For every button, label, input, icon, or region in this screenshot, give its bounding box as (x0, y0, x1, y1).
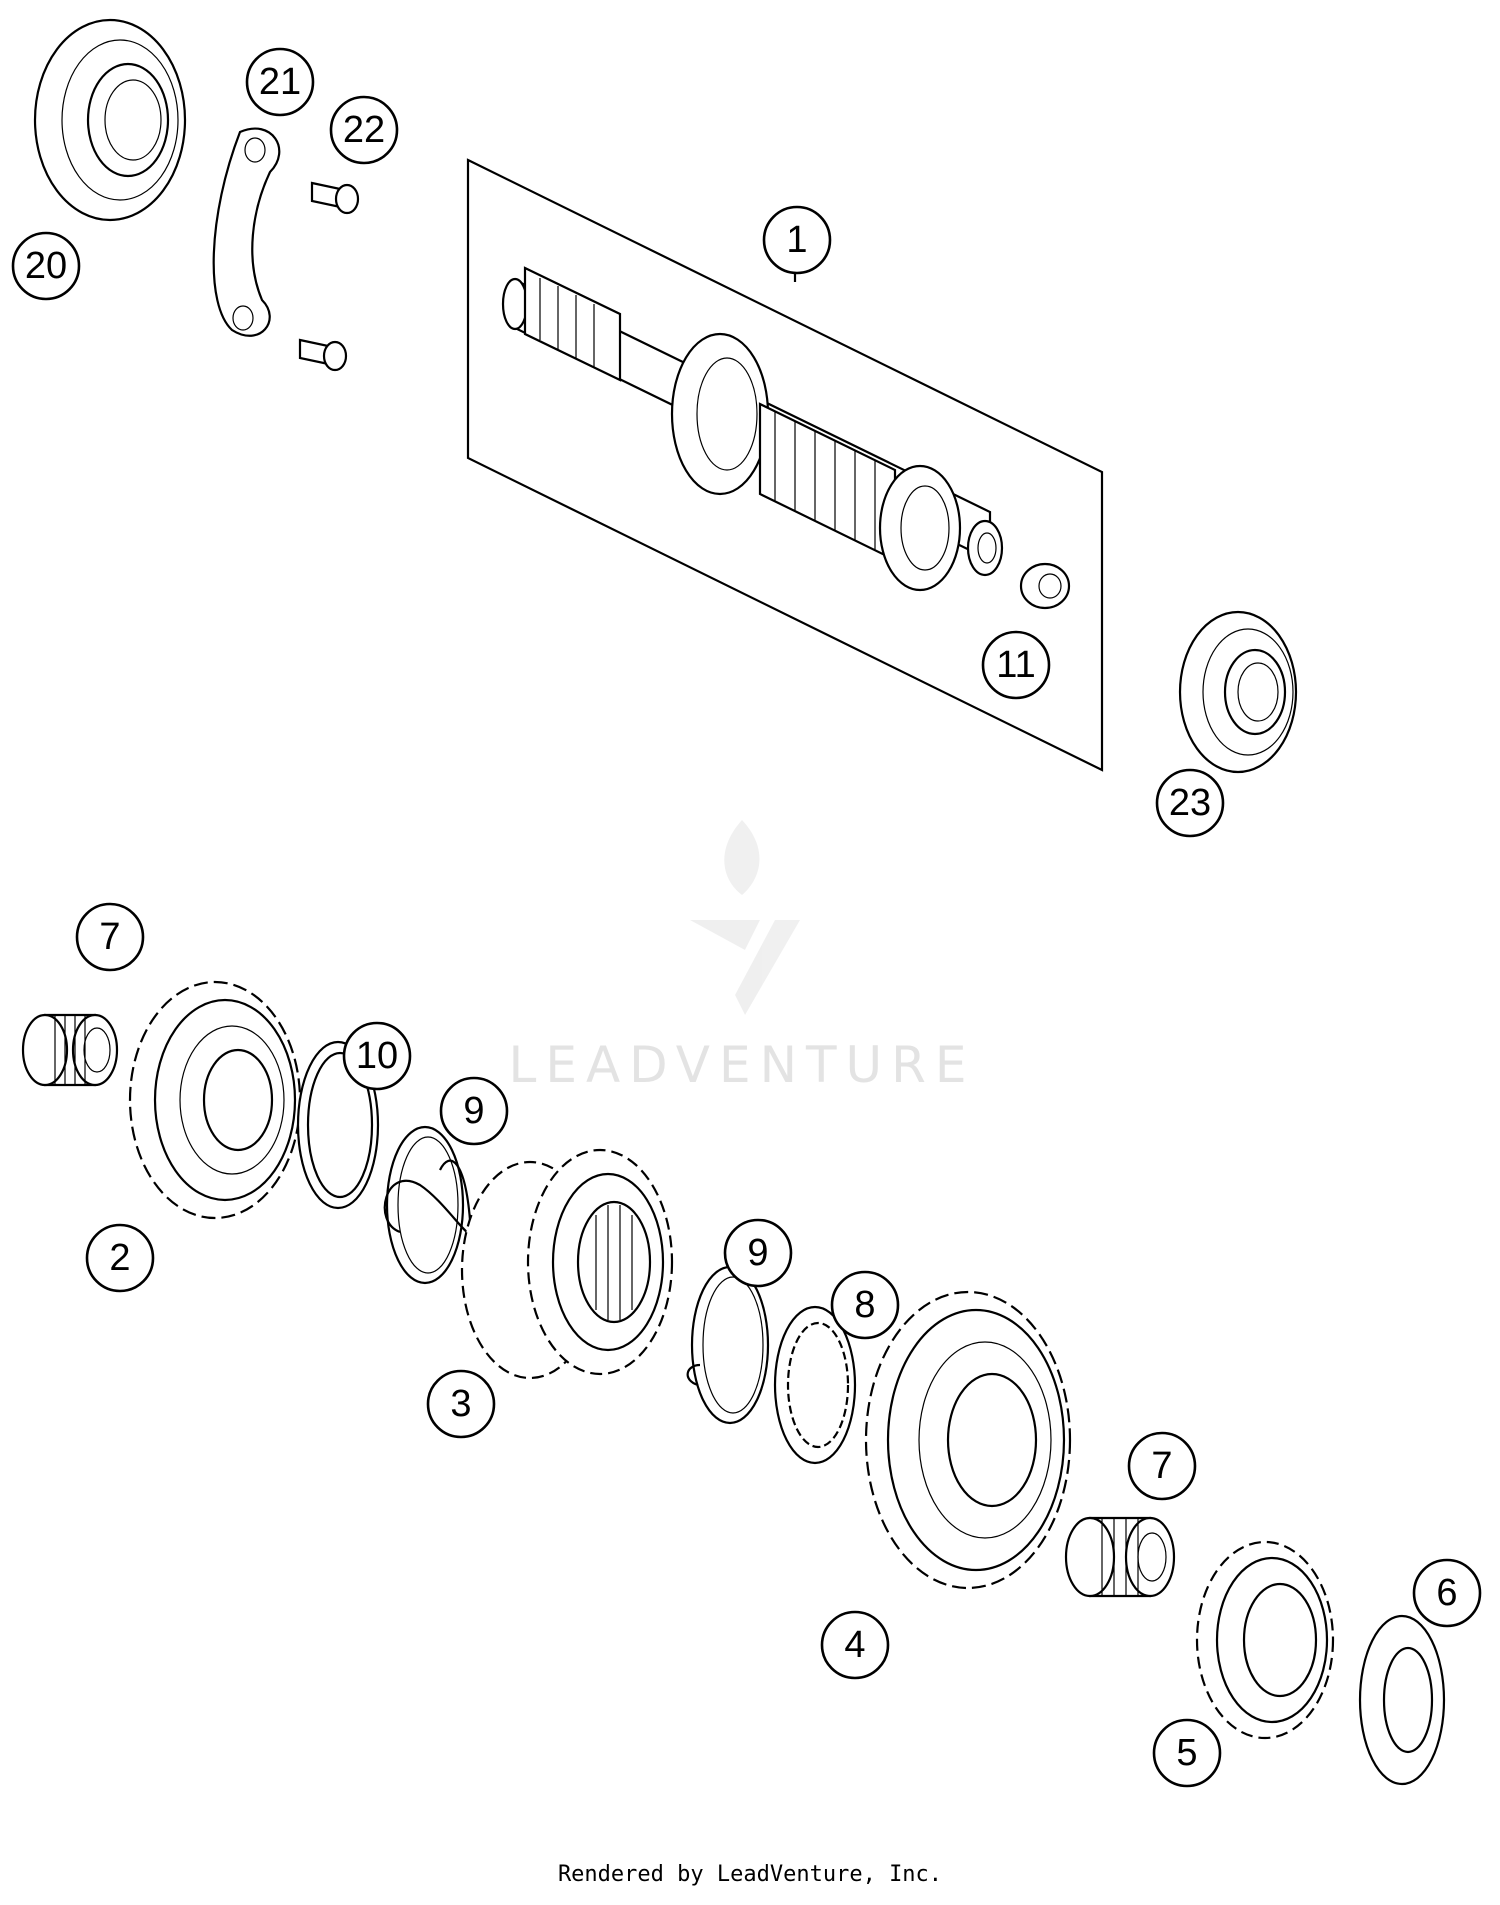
svg-text:22: 22 (343, 109, 385, 151)
svg-text:10: 10 (356, 1035, 398, 1077)
callout-23: 23 (1155, 768, 1225, 838)
callout-2: 2 (85, 1223, 155, 1293)
part-9-circlip-right (686, 1265, 770, 1425)
callout-7-left: 7 (75, 902, 145, 972)
svg-text:1: 1 (786, 219, 807, 261)
callout-11: 11 (981, 630, 1051, 700)
part-7-needle-bearing-right (1064, 1516, 1176, 1598)
callout-4: 4 (820, 1610, 890, 1680)
svg-text:2: 2 (109, 1237, 130, 1279)
part-4-large-gear (864, 1290, 1072, 1590)
part-5-small-gear (1195, 1540, 1335, 1740)
part-8-splined-washer (773, 1305, 857, 1465)
svg-text:8: 8 (854, 1284, 875, 1326)
callout-20: 20 (11, 231, 81, 301)
callout-6: 6 (1412, 1558, 1482, 1628)
svg-text:7: 7 (99, 916, 120, 958)
callout-7-right: 7 (1127, 1431, 1197, 1501)
part-3-gear-pair (460, 1148, 674, 1380)
callout-10: 10 (342, 1021, 412, 1091)
callout-5: 5 (1152, 1718, 1222, 1788)
callout-9-right: 9 (723, 1218, 793, 1288)
svg-text:11: 11 (996, 644, 1035, 686)
part-6-thrust-washer (1358, 1614, 1446, 1786)
svg-text:7: 7 (1151, 1445, 1172, 1487)
callout-8: 8 (830, 1270, 900, 1340)
svg-text:6: 6 (1436, 1572, 1457, 1614)
svg-text:20: 20 (25, 245, 67, 287)
part-21-bracket (212, 127, 281, 337)
part-23-bearing (1178, 610, 1298, 774)
callout-22: 22 (329, 95, 399, 165)
watermark-logo-icon (690, 820, 800, 1015)
svg-text:21: 21 (259, 61, 301, 103)
callout-9-left: 9 (439, 1076, 509, 1146)
svg-text:4: 4 (844, 1624, 865, 1666)
svg-text:23: 23 (1169, 782, 1211, 824)
callout-1: 1 (762, 205, 832, 275)
svg-text:5: 5 (1176, 1732, 1197, 1774)
svg-text:9: 9 (747, 1232, 768, 1274)
svg-text:3: 3 (450, 1383, 471, 1425)
part-1-main-shaft-box (466, 158, 1104, 772)
part-9-circlip-left (383, 1125, 473, 1285)
credit-line: Rendered by LeadVenture, Inc. (557, 1862, 943, 1887)
callout-3: 3 (426, 1369, 496, 1439)
part-2-gear (128, 980, 302, 1220)
part-7-needle-bearing-left (21, 1013, 119, 1087)
svg-text:9: 9 (463, 1090, 484, 1132)
part-22-screws (298, 181, 360, 372)
part-20-bearing (33, 18, 187, 222)
callout-21: 21 (245, 47, 315, 117)
watermark-text: LEADVENTURE (509, 1036, 976, 1094)
